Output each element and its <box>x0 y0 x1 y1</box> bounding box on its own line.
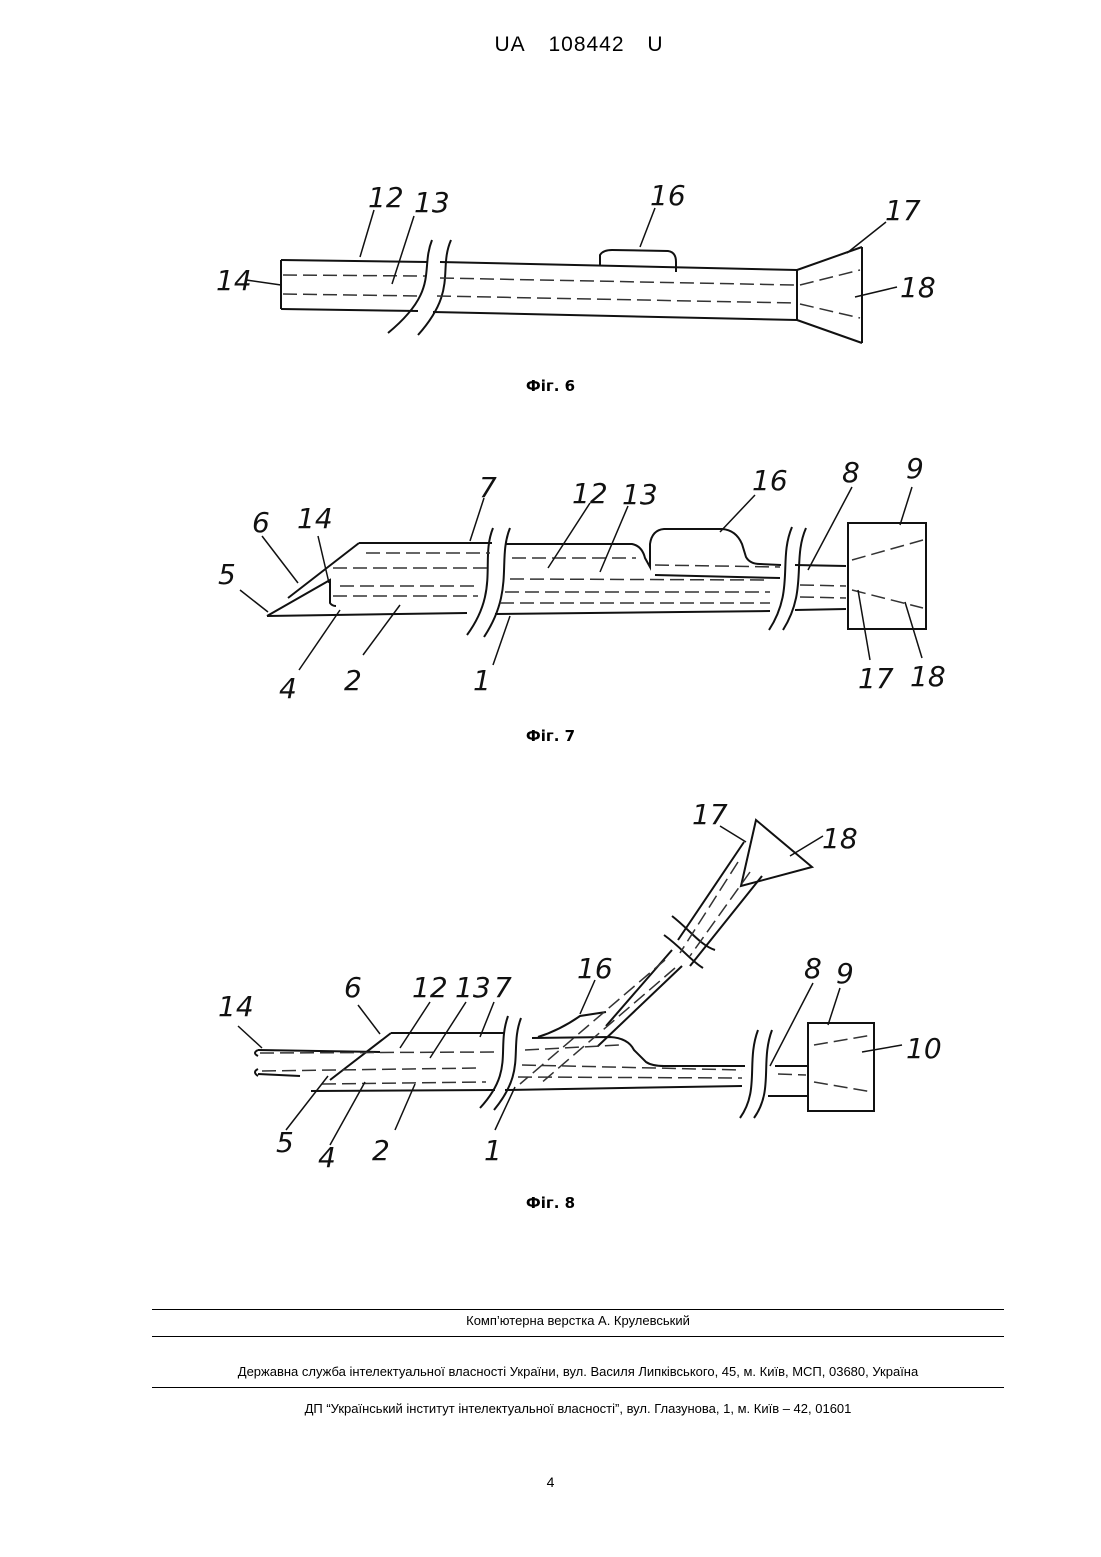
fig7-label-18: 18 <box>910 660 946 693</box>
fig7-label-7: 7 <box>479 471 497 504</box>
fig7-label-13: 13 <box>622 478 658 511</box>
footer-layout-credit: Комп’ютерна верстка А. Крулевський <box>152 1313 1004 1328</box>
fig7-label-14: 14 <box>297 502 333 535</box>
figure-7-drawing: 7 12 13 16 8 9 6 14 5 4 2 1 17 18 <box>0 440 1101 720</box>
fig8-label-16: 16 <box>577 952 613 985</box>
figure-6-caption: Фіг. 6 <box>0 377 1101 395</box>
fig7-label-4: 4 <box>279 672 297 705</box>
fig6-label-14: 14 <box>216 264 252 297</box>
fig8-label-8: 8 <box>804 952 822 985</box>
fig7-label-2: 2 <box>344 664 362 697</box>
footer-rule-top <box>152 1309 1004 1310</box>
fig8-label-4: 4 <box>318 1141 336 1174</box>
fig7-label-9: 9 <box>906 452 924 485</box>
figure-8: 17 18 16 14 6 12 13 7 8 9 10 5 4 2 1 <box>0 790 1101 1190</box>
fig8-label-18: 18 <box>822 822 858 855</box>
figure-6: 12 13 16 17 14 18 <box>0 0 1101 400</box>
footer-rule-middle <box>152 1336 1004 1337</box>
fig7-label-8: 8 <box>842 456 860 489</box>
fig8-label-12: 12 <box>412 971 448 1004</box>
fig6-label-18: 18 <box>900 271 936 304</box>
fig6-label-17: 17 <box>885 194 921 227</box>
fig8-label-6: 6 <box>344 971 362 1004</box>
fig8-label-13: 13 <box>455 971 491 1004</box>
fig8-label-14: 14 <box>218 990 254 1023</box>
fig6-label-12: 12 <box>368 181 404 214</box>
fig8-label-10: 10 <box>906 1032 942 1065</box>
figure-7: 7 12 13 16 8 9 6 14 5 4 2 1 17 18 <box>0 440 1101 720</box>
figure-8-caption: Фіг. 8 <box>0 1194 1101 1212</box>
figure-6-drawing: 12 13 16 17 14 18 <box>0 0 1101 400</box>
fig7-label-1: 1 <box>473 664 491 697</box>
fig7-label-16: 16 <box>752 464 788 497</box>
fig8-label-5: 5 <box>276 1126 294 1159</box>
fig8-label-17: 17 <box>692 798 728 831</box>
fig8-label-1: 1 <box>484 1134 502 1167</box>
footer-institute-address: ДП “Український інститут інтелектуальної… <box>152 1401 1004 1416</box>
fig6-label-13: 13 <box>414 186 450 219</box>
fig6-label-16: 16 <box>650 179 686 212</box>
fig7-label-5: 5 <box>218 558 236 591</box>
fig7-label-6: 6 <box>252 506 270 539</box>
footer-office-address: Державна служба інтелектуальної власност… <box>152 1364 1004 1379</box>
figure-7-caption: Фіг. 7 <box>0 727 1101 745</box>
footer-rule-bottom <box>152 1387 1004 1388</box>
figure-8-drawing: 17 18 16 14 6 12 13 7 8 9 10 5 4 2 1 <box>0 790 1101 1190</box>
fig8-label-7: 7 <box>494 971 512 1004</box>
fig8-label-2: 2 <box>372 1134 390 1167</box>
fig7-label-17: 17 <box>858 662 894 695</box>
fig7-label-12: 12 <box>572 477 608 510</box>
page-number: 4 <box>0 1474 1101 1490</box>
fig8-label-9: 9 <box>836 957 854 990</box>
